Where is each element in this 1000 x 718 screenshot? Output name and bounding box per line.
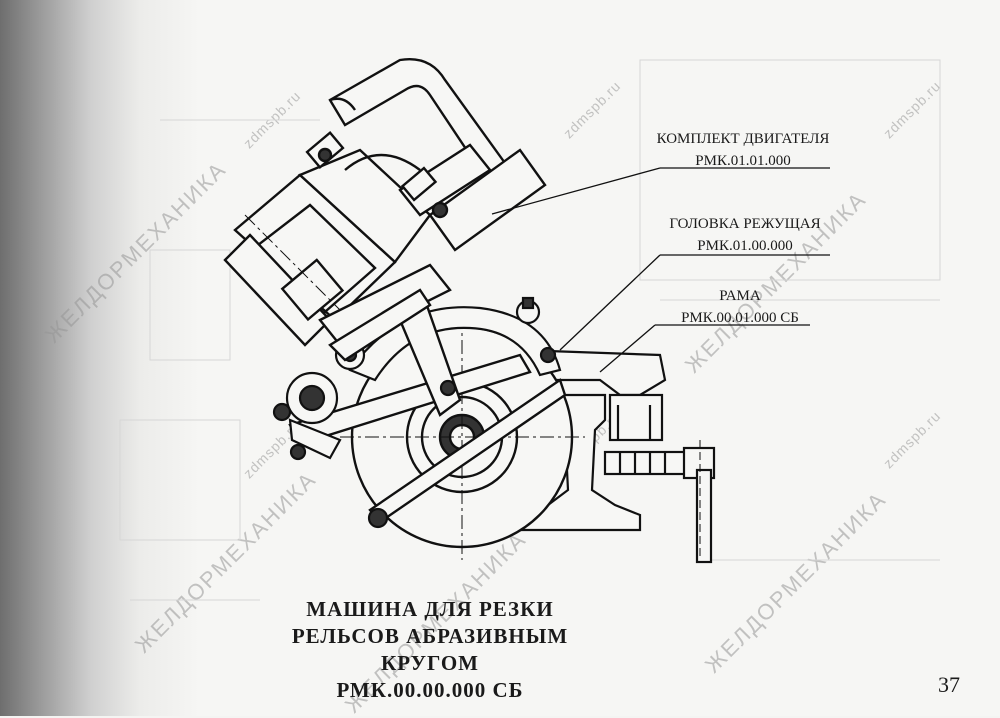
callout-title: ГОЛОВКА РЕЖУЩАЯ — [669, 216, 821, 232]
caption-code: РМК.00.00.000 СБ — [336, 678, 524, 702]
drawing-caption: МАШИНА ДЛЯ РЕЗКИ РЕЛЬСОВ АБРАЗИВНЫМ КРУГ… — [260, 596, 600, 704]
caption-line: РЕЛЬСОВ АБРАЗИВНЫМ — [291, 624, 569, 648]
callout-code: РМК.01.01.000 — [695, 153, 791, 169]
page-number: 37 — [938, 672, 960, 697]
caption-line: КРУГОМ — [381, 651, 479, 675]
callout-cutting-head: ГОЛОВКА РЕЖУЩАЯ РМК.01.00.000 — [660, 213, 830, 257]
caption-line: МАШИНА ДЛЯ РЕЗКИ — [306, 597, 554, 621]
background-ghost-lines — [119, 59, 941, 601]
pivot-arm — [288, 298, 567, 524]
callout-code: РМК.00.01.000 СБ — [681, 310, 799, 326]
motor-assembly — [223, 58, 547, 362]
leader-lines — [491, 167, 830, 373]
callout-title: РАМА — [719, 288, 761, 304]
callout-title: КОМПЛЕКТ ДВИГАТЕЛЯ — [656, 131, 830, 147]
callout-frame: РАМА РМК.00.01.000 СБ — [660, 285, 820, 329]
callout-code: РМК.01.00.000 — [697, 238, 793, 254]
clamp-screw — [603, 440, 716, 564]
callout-motor-kit: КОМПЛЕКТ ДВИГАТЕЛЯ РМК.01.01.000 — [648, 128, 838, 172]
